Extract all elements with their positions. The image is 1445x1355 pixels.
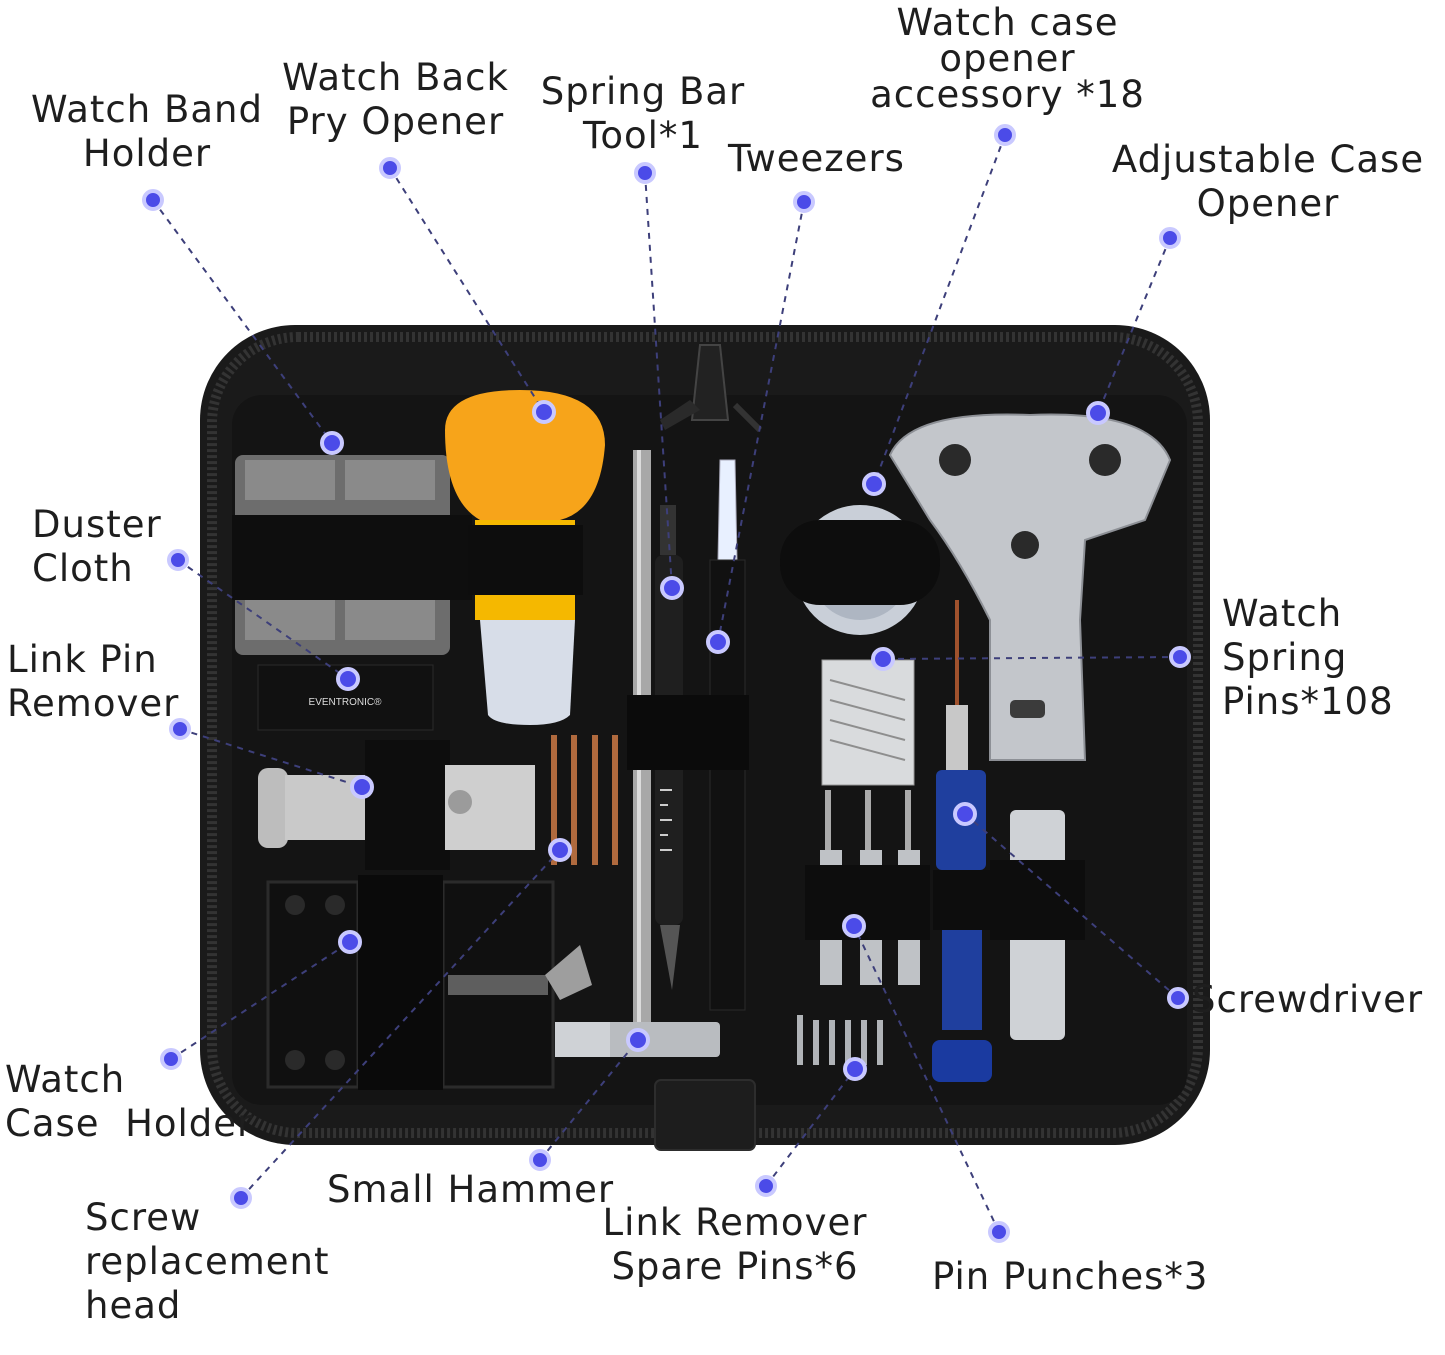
pin-punches-icon	[805, 790, 930, 985]
screw-head-icon	[551, 735, 618, 865]
label-watch-back-pry-opener: Watch Back Pry Opener	[282, 56, 509, 143]
elastic-strap	[627, 695, 749, 770]
zipper-pull-icon	[690, 344, 730, 421]
case-opener-accessory-icon	[780, 505, 940, 635]
screwdriver-icon	[932, 600, 993, 1082]
label-spring-bar-tool: Spring Bar Tool*1	[540, 70, 746, 157]
label-link-pin-remover: Link Pin Remover	[7, 638, 180, 725]
label-tweezers: Tweezers	[728, 137, 905, 180]
spring-pins-icon	[821, 659, 915, 786]
label-watch-spring-pins: Watch Spring Pins*108	[1222, 592, 1394, 723]
label-adjustable-case-opener: Adjustable Case Opener	[1111, 138, 1425, 225]
adjustable-case-opener-icon	[888, 413, 1172, 1040]
watch-band-holder-icon: EVENTRONIC®	[232, 455, 472, 731]
case-holder-icon	[266, 875, 592, 1090]
pry-opener-icon	[445, 390, 605, 725]
link-pin-remover-icon	[258, 740, 535, 870]
label-watch-band-holder: Watch Band Holder	[31, 88, 263, 175]
brand-text: EVENTRONIC®	[309, 697, 383, 708]
label-small-hammer: Small Hammer	[327, 1168, 615, 1211]
label-link-remover-spare-pins: Link Remover Spare Pins*6	[602, 1201, 868, 1288]
label-screw-replacement-head: Screw replacement head	[85, 1196, 330, 1327]
label-watch-case-holder: Watch Case Holder	[5, 1058, 254, 1145]
label-screwdriver: Screwdriver	[1192, 978, 1424, 1021]
label-watch-case-opener-accessory: Watch case opener accessory *18	[870, 1, 1145, 116]
spare-pins-icon	[797, 1015, 883, 1065]
leader-lines	[152, 134, 1181, 1233]
leader-dots	[142, 124, 1191, 1243]
label-duster-cloth: Duster Cloth	[32, 503, 162, 590]
label-pin-punches: Pin Punches*3	[932, 1255, 1209, 1298]
